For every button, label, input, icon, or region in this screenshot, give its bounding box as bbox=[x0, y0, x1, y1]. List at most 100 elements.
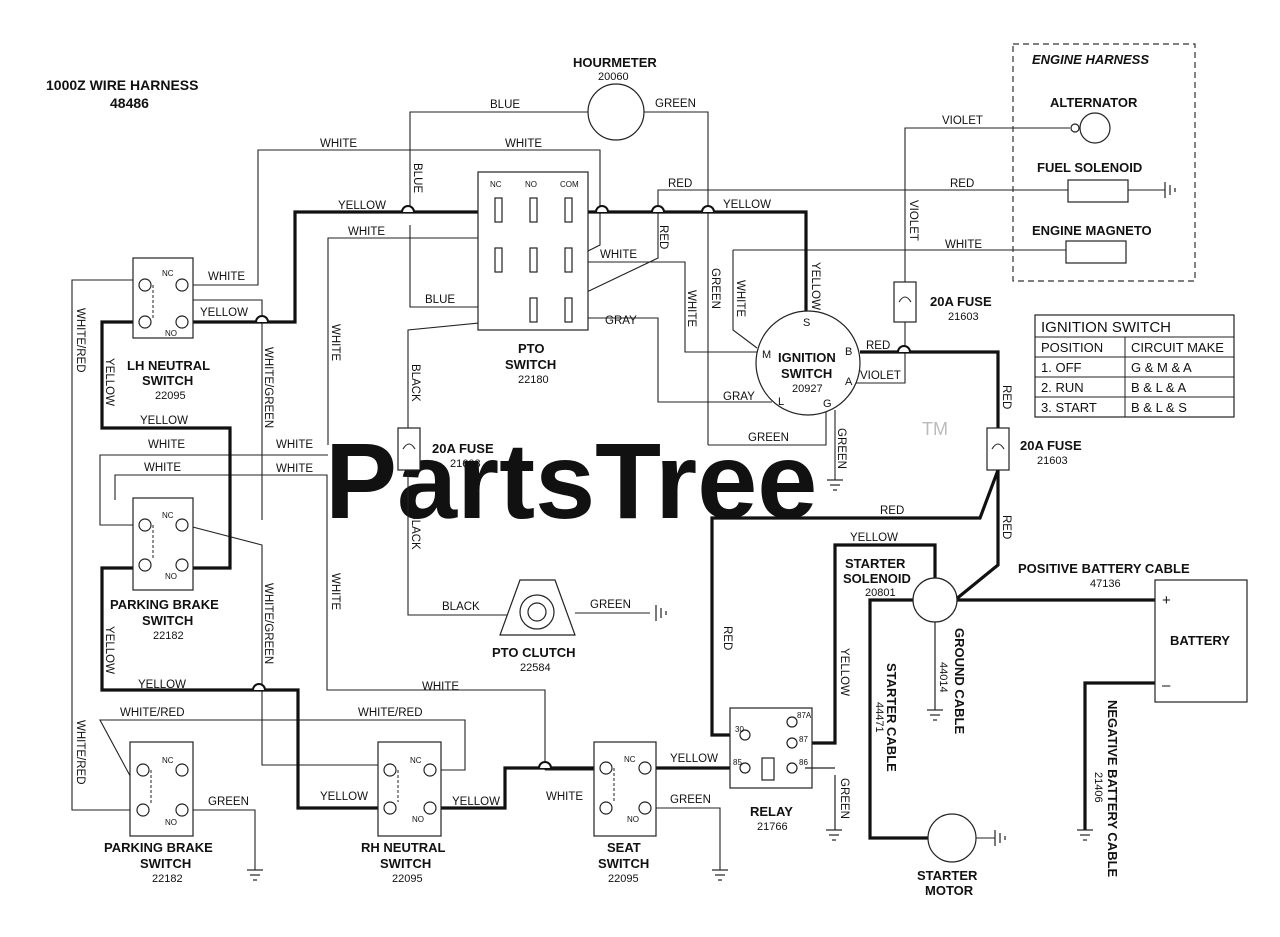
wire-label: YELLOW bbox=[338, 200, 386, 212]
ignition-table-row-off: 1. OFF bbox=[1041, 360, 1082, 375]
wire-label: RED bbox=[880, 505, 904, 517]
wire-label: BLUE bbox=[411, 163, 423, 193]
wire-label: RED bbox=[668, 178, 692, 190]
wire-label: YELLOW bbox=[103, 626, 115, 674]
wire-label: WHITE bbox=[600, 249, 637, 261]
ground-icon bbox=[712, 869, 728, 881]
wire-label: GREEN bbox=[670, 794, 711, 806]
lh-neutral-label-2: SWITCH bbox=[142, 373, 193, 388]
rh-neutral-label: RH NEUTRAL bbox=[361, 840, 446, 855]
diagram-subtitle: 48486 bbox=[110, 95, 149, 111]
ground-cable-label: GROUND CABLE bbox=[952, 628, 967, 734]
cable-labels: GROUND CABLE 44014 STARTER CABLE 44471 N… bbox=[873, 628, 1120, 878]
battery-minus: – bbox=[1162, 677, 1171, 694]
ground-icon bbox=[927, 709, 943, 721]
wire-label: WHITE/RED bbox=[74, 308, 86, 373]
pto-switch-part: 22180 bbox=[518, 374, 549, 386]
wire-label: BLUE bbox=[490, 99, 520, 111]
battery-label: BATTERY bbox=[1170, 633, 1230, 648]
wire-label: WHITE bbox=[329, 324, 341, 361]
wire-label: WHITE bbox=[276, 439, 313, 451]
fuse-right: 20A FUSE 21603 bbox=[986, 427, 1082, 471]
fuse-top-right-label: 20A FUSE bbox=[930, 294, 992, 309]
wire-label: WHITE bbox=[945, 239, 982, 251]
lh-neutral-no: NO bbox=[165, 329, 177, 338]
fuse-right-label: 20A FUSE bbox=[1020, 438, 1082, 453]
wire-label: BLUE bbox=[425, 294, 455, 306]
starter-motor-label-2: MOTOR bbox=[925, 883, 974, 898]
ground-icon bbox=[1077, 829, 1093, 841]
ground-icon bbox=[827, 479, 843, 491]
wire-label: WHITE/RED bbox=[74, 720, 86, 785]
wire-label: GREEN bbox=[835, 428, 847, 469]
wire-label: GREEN bbox=[748, 432, 789, 444]
relay-pin-87a: 87A bbox=[797, 711, 812, 720]
parking-brake-1-nc: NC bbox=[162, 511, 174, 520]
starter-solenoid-label-2: SOLENOID bbox=[843, 571, 911, 586]
wire-label: WHITE/GREEN bbox=[262, 347, 274, 428]
wire-label: RED bbox=[1000, 385, 1012, 409]
positive-cable-part: 47136 bbox=[1090, 578, 1121, 590]
wire-label: YELLOW bbox=[103, 358, 115, 406]
seat-switch-part: 22095 bbox=[608, 873, 639, 885]
ignition-table-title: IGNITION SWITCH bbox=[1041, 319, 1171, 336]
pto-clutch-label: PTO CLUTCH bbox=[492, 645, 576, 660]
ign-pin-a: A bbox=[845, 376, 853, 388]
lh-neutral-part: 22095 bbox=[155, 390, 186, 402]
ignition-table-row-start: 3. START bbox=[1041, 400, 1097, 415]
relay-pin-86: 86 bbox=[799, 758, 808, 767]
hourmeter-label: HOURMETER bbox=[573, 55, 657, 70]
vertical-wire-labels: BLUE RED WHITE GREEN WHITE YELLOW VIOLET… bbox=[74, 163, 1012, 819]
ign-pin-l: L bbox=[778, 396, 784, 408]
starter-solenoid: STARTER SOLENOID 20801 bbox=[843, 556, 958, 623]
fuel-solenoid bbox=[1067, 179, 1129, 203]
ground-icon bbox=[826, 829, 842, 841]
alternator-label: ALTERNATOR bbox=[1050, 95, 1138, 110]
wire-label: WHITE bbox=[276, 463, 313, 475]
wire-label: RED bbox=[866, 340, 890, 352]
wire-label: YELLOW bbox=[850, 532, 898, 544]
relay-pin-87: 87 bbox=[799, 735, 808, 744]
thin-wires bbox=[71, 111, 1070, 870]
wire-label: GREEN bbox=[709, 268, 721, 309]
fuse-right-part: 21603 bbox=[1037, 455, 1068, 467]
starter-cable-part: 44471 bbox=[873, 702, 885, 733]
ignition-switch: IGNITION SWITCH 20927 S M B A L G bbox=[755, 310, 861, 416]
wire-labels: BLUE GREEN WHITE WHITE YELLOW YELLOW RED… bbox=[120, 98, 983, 808]
diagram-title: 1000Z WIRE HARNESS bbox=[46, 77, 198, 93]
wire-label: YELLOW bbox=[320, 791, 368, 803]
wire-label: VIOLET bbox=[942, 115, 983, 127]
parking-brake-2-label: PARKING BRAKE bbox=[104, 840, 213, 855]
wire-label: WHITE bbox=[348, 226, 385, 238]
wire-label: WHITE/RED bbox=[120, 707, 185, 719]
engine-harness-title: ENGINE HARNESS bbox=[1032, 52, 1149, 67]
starter-solenoid-part: 20801 bbox=[865, 587, 896, 599]
positive-cable-label: POSITIVE BATTERY CABLE bbox=[1018, 561, 1190, 576]
ignition-switch-part: 20927 bbox=[792, 383, 823, 395]
wire-label: VIOLET bbox=[907, 200, 919, 241]
parking-brake-switch-2: NC NO PARKING BRAKE SWITCH 22182 bbox=[104, 741, 213, 885]
wire-label: YELLOW bbox=[452, 796, 500, 808]
starter-solenoid-label: STARTER bbox=[845, 556, 906, 571]
starter-motor-label: STARTER bbox=[917, 868, 978, 883]
ground-icon bbox=[655, 605, 667, 621]
relay-part: 21766 bbox=[757, 821, 788, 833]
seat-switch-no: NO bbox=[627, 815, 639, 824]
ignition-table-row-run: 2. RUN bbox=[1041, 380, 1084, 395]
wire-label: WHITE bbox=[505, 138, 542, 150]
parking-brake-1-part: 22182 bbox=[153, 630, 184, 642]
battery: BATTERY + – POSITIVE BATTERY CABLE 47136 bbox=[1018, 561, 1248, 703]
wire-label: GRAY bbox=[723, 391, 755, 403]
rh-neutral-no: NO bbox=[412, 815, 424, 824]
wire-hops bbox=[252, 205, 911, 769]
ignition-table-row-start-circuit: B & L & S bbox=[1131, 400, 1187, 415]
wire-label: VIOLET bbox=[860, 370, 901, 382]
parking-brake-2-part: 22182 bbox=[152, 873, 183, 885]
ground-symbols bbox=[247, 182, 1176, 881]
pto-pin-com: COM bbox=[560, 180, 579, 189]
starter-cable-label: STARTER CABLE bbox=[884, 663, 899, 772]
fuse-top-right-part: 21603 bbox=[948, 311, 979, 323]
wire-label: GREEN bbox=[590, 599, 631, 611]
hourmeter: HOURMETER 20060 bbox=[573, 55, 657, 141]
